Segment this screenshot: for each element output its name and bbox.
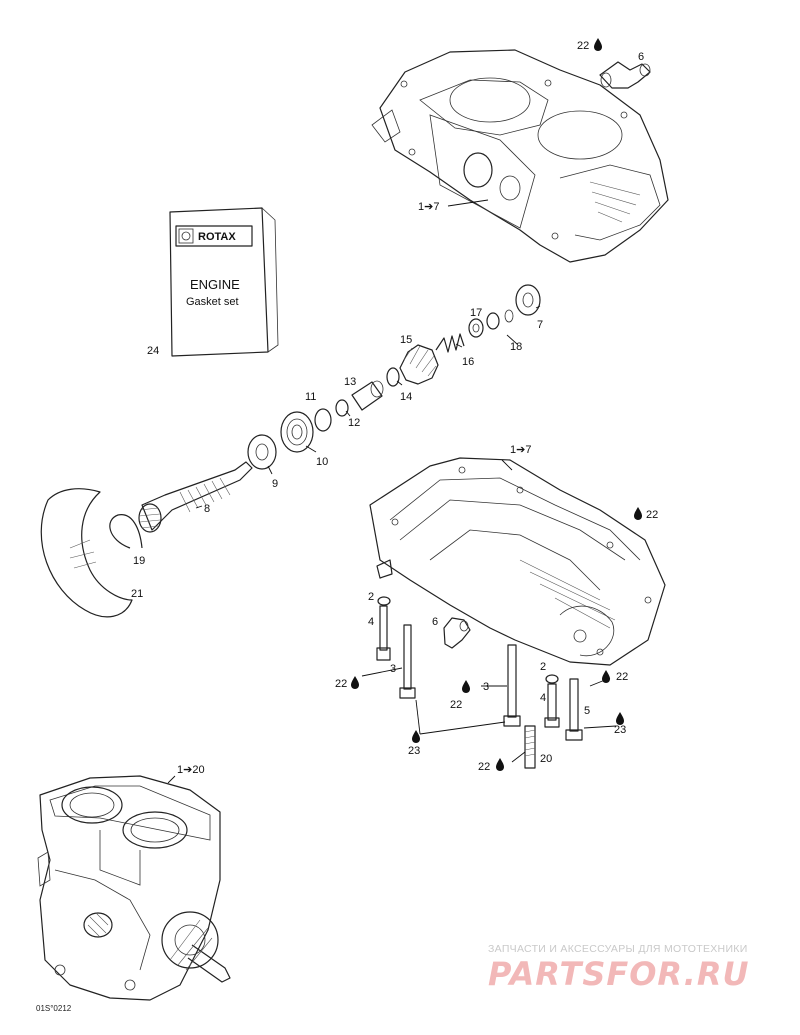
stud-20 xyxy=(524,725,536,769)
callout-4-left: 4 xyxy=(368,616,374,628)
sleeve-13 xyxy=(351,380,384,411)
callout-7: 7 xyxy=(537,319,543,331)
watermark-tagline: ЗАПЧАСТИ И АКСЕССУАРЫ ДЛЯ МОТОТЕХНИКИ xyxy=(488,943,748,955)
circlip-19 xyxy=(109,514,143,549)
gasket-21 xyxy=(40,488,133,618)
kit-subtitle: Gasket set xyxy=(186,296,239,308)
callout-22-right: 22 xyxy=(646,509,658,521)
callout-20: 20 xyxy=(540,753,552,765)
callout-21: 21 xyxy=(131,588,143,600)
watermark-logo: PARTSFOR.RU xyxy=(488,955,750,993)
oil-drop-icon xyxy=(462,680,470,693)
figure-code: 01S°0212 xyxy=(36,1004,72,1013)
gasket-kit-package: ROTAX ENGINE Gasket set xyxy=(169,207,279,357)
bearing-9 xyxy=(247,434,277,470)
elbow-fitting-top xyxy=(599,61,651,89)
oil-drop-icon xyxy=(496,758,504,771)
bolt-5 xyxy=(565,678,583,741)
output-shaft xyxy=(138,461,253,533)
callout-14: 14 xyxy=(400,391,412,403)
ring-11 xyxy=(314,408,332,432)
upper-crankcase-half xyxy=(371,49,669,263)
callout-9: 9 xyxy=(272,478,278,490)
lower-crankcase-half xyxy=(369,457,666,666)
bolt-4-right xyxy=(544,683,560,728)
gear-15 xyxy=(399,344,439,385)
callout-10: 10 xyxy=(316,456,328,468)
bolt-4-left xyxy=(376,605,391,661)
bolt-3-mid xyxy=(503,644,521,727)
callout-1-20: 1➔20 xyxy=(177,764,205,776)
callout-4-right: 4 xyxy=(540,692,546,704)
oil-drop-icon xyxy=(616,712,624,725)
callout-5: 5 xyxy=(584,705,590,717)
callout-22-mid: 22 xyxy=(450,699,462,711)
callout-labels: 22 6 1➔7 17 7 18 15 16 13 14 11 12 10 9 … xyxy=(131,38,658,776)
bearing-18 xyxy=(486,309,514,330)
callout-2-right: 2 xyxy=(540,661,546,673)
callout-6-mid: 6 xyxy=(432,616,438,628)
callout-1-7-top: 1➔7 xyxy=(418,201,439,213)
callout-6-top: 6 xyxy=(638,51,644,63)
washer-14 xyxy=(386,367,400,387)
oil-drop-icon xyxy=(594,38,602,51)
elbow-fitting-mid xyxy=(443,617,471,649)
callout-17: 17 xyxy=(470,307,482,319)
oil-drop-icon xyxy=(602,670,610,683)
oil-drop-icon xyxy=(351,676,359,689)
callout-15: 15 xyxy=(400,334,412,346)
callout-22-stud: 22 xyxy=(478,761,490,773)
callout-23-right: 23 xyxy=(614,724,626,736)
callout-23-left: 23 xyxy=(408,745,420,757)
spring-16 xyxy=(435,333,465,353)
callout-11: 11 xyxy=(305,391,316,403)
kit-brand: ROTAX xyxy=(198,231,236,243)
kit-title: ENGINE xyxy=(190,277,240,292)
kit-ref-label: 24 xyxy=(147,345,159,357)
callout-3-mid: 3 xyxy=(483,681,489,693)
washer-2-left xyxy=(377,596,391,606)
callout-2-left: 2 xyxy=(368,591,374,603)
oil-drop-icon xyxy=(412,730,420,743)
engine-assembly xyxy=(37,775,231,1001)
callout-8: 8 xyxy=(204,503,210,515)
ring-17 xyxy=(468,318,484,338)
washer-2-right xyxy=(545,674,559,684)
oil-drop-icon xyxy=(634,507,642,520)
callout-22-top: 22 xyxy=(577,40,589,52)
callout-13: 13 xyxy=(344,376,356,388)
callout-22-left: 22 xyxy=(335,678,347,690)
ring-12 xyxy=(335,399,349,417)
callout-12: 12 xyxy=(348,417,360,429)
bearing-7 xyxy=(515,284,541,316)
callout-3-left: 3 xyxy=(390,663,396,675)
callout-1-7-mid: 1➔7 xyxy=(510,444,531,456)
callout-16: 16 xyxy=(462,356,474,368)
callout-18: 18 xyxy=(510,341,522,353)
callout-19: 19 xyxy=(133,555,145,567)
bolt-3-left xyxy=(399,624,416,699)
bearing-10 xyxy=(280,411,314,453)
callout-22-bolt: 22 xyxy=(616,671,628,683)
